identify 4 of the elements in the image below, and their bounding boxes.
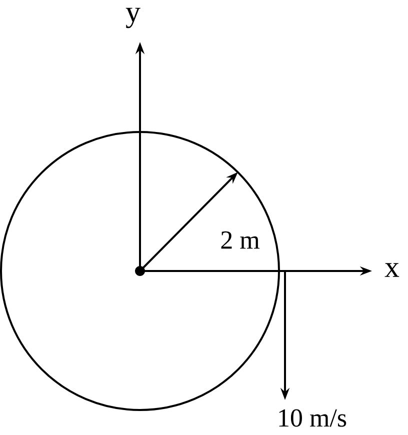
axis-label: x — [384, 263, 400, 277]
axis-label: 10 m/s — [279, 409, 346, 427]
axis-label: y — [126, 8, 140, 28]
axis-label: 2 m — [221, 231, 260, 249]
